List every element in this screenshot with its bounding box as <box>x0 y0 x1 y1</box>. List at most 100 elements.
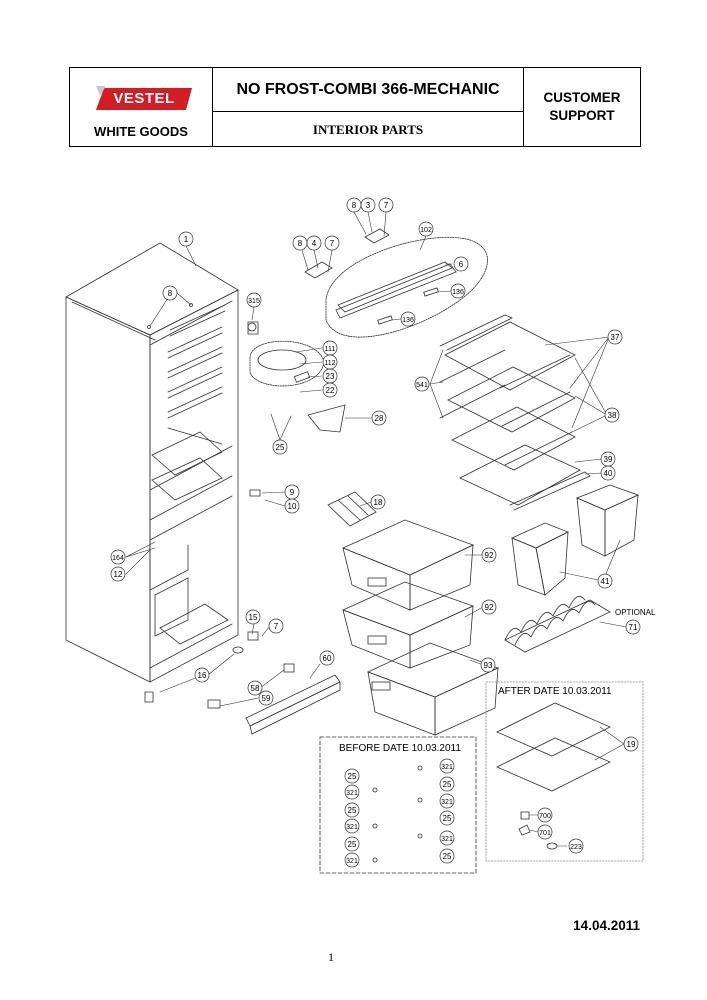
callout-bubble <box>110 549 126 565</box>
callout-bubble <box>247 680 263 696</box>
after-date-panel-top <box>496 702 611 757</box>
callout-bubble <box>370 494 386 510</box>
callout-number: 136 <box>452 289 464 296</box>
callout-number: 321 <box>441 799 453 806</box>
callout-bubble <box>623 736 639 752</box>
support-line-2: SUPPORT <box>549 108 615 123</box>
door-bins <box>510 484 640 596</box>
callout-bubble <box>344 784 360 800</box>
callout-bubble <box>344 852 360 868</box>
callout-number: 58 <box>251 684 260 693</box>
callout-number: 8 <box>352 201 357 210</box>
callout-number: 701 <box>539 830 551 837</box>
callout-bubble <box>344 818 360 834</box>
callout-bubble <box>258 690 274 706</box>
callout-number: 25 <box>443 780 452 789</box>
callout-bubble <box>344 836 360 852</box>
callout-number: 15 <box>249 613 258 622</box>
callout-number: 40 <box>604 469 613 478</box>
bottom-parts <box>144 489 341 735</box>
callout-number: 25 <box>348 840 357 849</box>
callout-number: 321 <box>346 858 358 865</box>
brand-subtitle: WHITE GOODS <box>94 124 188 139</box>
callout-bubble <box>378 197 394 213</box>
callout-number: 136 <box>402 317 414 324</box>
brand-cell: VESTEL WHITE GOODS <box>70 68 213 146</box>
callout-bubble <box>600 465 616 481</box>
vestel-logo: VESTEL <box>96 86 192 110</box>
after-date-label: AFTER DATE 10.03.2011 <box>498 686 612 697</box>
callout-bubble <box>439 758 455 774</box>
callout-bubble <box>439 810 455 826</box>
callout-number: 541 <box>416 382 428 389</box>
callout-number: 321 <box>441 836 453 843</box>
callout-bubble <box>178 231 194 247</box>
callout-number: 7 <box>274 622 279 631</box>
support-cell: CUSTOMER SUPPORT <box>524 68 640 146</box>
callout-number: 315 <box>248 298 260 305</box>
callout-number: 4 <box>312 239 317 248</box>
top-cover-group <box>325 236 488 338</box>
callout-number: 16 <box>198 671 207 680</box>
callout-number: 7 <box>330 239 335 248</box>
bottle-rack <box>504 596 611 653</box>
callout-number: 8 <box>168 289 173 298</box>
title-cell: NO FROST-COMBI 366-MECHANIC INTERIOR PAR… <box>213 68 524 146</box>
callout-number: 25 <box>348 772 357 781</box>
callout-number: 59 <box>262 694 271 703</box>
callout-bubble <box>344 802 360 818</box>
callout-bubble <box>344 768 360 784</box>
callout-number: 18 <box>374 498 383 507</box>
callout-number: 22 <box>326 386 335 395</box>
callout-bubble <box>439 793 455 809</box>
callout-bubble <box>284 498 300 514</box>
callout-number: 223 <box>570 844 582 851</box>
callout-bubble <box>162 285 178 301</box>
callout-bubble <box>537 824 553 840</box>
callout-bubble <box>439 848 455 864</box>
callout-number: 41 <box>601 577 610 586</box>
callout-bubble <box>360 197 376 213</box>
lamp-housing <box>249 340 346 433</box>
callout-bubble <box>625 619 641 635</box>
before-date-small-parts <box>372 765 423 863</box>
callout-bubble <box>268 618 284 634</box>
callout-bubble <box>418 221 434 237</box>
callout-number: 25 <box>348 806 357 815</box>
callout-bubble <box>306 235 322 251</box>
callout-number: 9 <box>290 488 295 497</box>
support-line-1: CUSTOMER <box>543 90 621 105</box>
callout-bubble <box>324 235 340 251</box>
top-hinge-parts <box>147 228 390 335</box>
callout-number: 25 <box>276 443 285 452</box>
callout-bubble <box>453 256 469 272</box>
callout-number: 111 <box>325 346 336 353</box>
document-title: NO FROST-COMBI 366-MECHANIC <box>236 80 500 98</box>
part-223-shape <box>546 842 558 850</box>
callout-number: 7 <box>384 201 389 210</box>
callout-bubble <box>322 382 338 398</box>
callout-number: 321 <box>346 790 358 797</box>
callout-bubble <box>481 599 497 615</box>
callout-bubble <box>568 838 584 854</box>
callout-bubble <box>481 547 497 563</box>
callout-number: 102 <box>420 227 432 234</box>
callout-number: 60 <box>323 654 332 663</box>
callout-bubble <box>480 657 496 673</box>
callout-number: 164 <box>112 555 124 562</box>
callout-bubble <box>272 439 288 455</box>
after-date-box <box>485 681 644 862</box>
callout-number: 92 <box>485 551 494 560</box>
callout-bubble <box>400 311 416 327</box>
callout-number: 3 <box>366 201 371 210</box>
after-date-panel-bottom <box>496 737 611 792</box>
drawers <box>341 519 500 736</box>
callout-number: 25 <box>443 852 452 861</box>
callout-number: 23 <box>326 372 335 381</box>
brand-name: VESTEL <box>113 89 175 107</box>
glass-shelves <box>439 314 591 511</box>
callout-bubble <box>597 573 613 589</box>
title-block: VESTEL WHITE GOODS NO FROST-COMBI 366-ME… <box>69 67 641 147</box>
